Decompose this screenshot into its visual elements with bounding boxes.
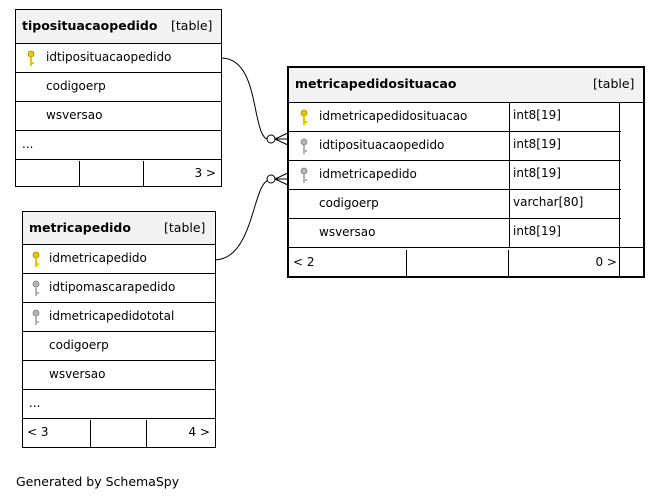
parent-count[interactable]: < 3 (27, 425, 49, 439)
column-row[interactable]: idtipomascarapedido (23, 274, 215, 303)
table-footer: 3 > (16, 161, 221, 186)
footer-cell-parents[interactable] (16, 161, 80, 186)
more-columns-row[interactable]: ... (23, 390, 215, 419)
table-tiposituacaopedido[interactable]: tiposituacaopedido [table] idtiposituaca… (15, 9, 222, 187)
table-header: metricapedidosituacao [table] (289, 68, 643, 103)
column-name: idmetricapedidototal (49, 309, 175, 323)
footer-cell-middle (80, 161, 144, 186)
child-count[interactable]: 3 > (194, 166, 216, 180)
column-row[interactable]: idmetricapedidosituacao int8[19] (289, 103, 621, 132)
table-kind: [table] (164, 220, 206, 235)
footer-cell-middle (91, 420, 147, 447)
column-row[interactable]: codigoerp (16, 73, 221, 102)
column-name: wsversao (319, 225, 376, 239)
table-kind: [table] (593, 76, 635, 91)
column-name: idtiposituacaopedido (319, 138, 445, 152)
column-name: idmetricapedido (49, 251, 147, 265)
more-columns-row[interactable]: ... (16, 131, 221, 160)
column-name: codigoerp (319, 196, 379, 210)
column-name: wsversao (46, 108, 103, 122)
column-type: int8[19] (513, 108, 561, 122)
table-metricapedidosituacao[interactable]: metricapedidosituacao [table] idmetricap… (287, 66, 645, 278)
foreign-key-icon (299, 167, 309, 185)
column-divider (509, 190, 510, 218)
primary-key-icon (26, 50, 36, 68)
column-row[interactable]: wsversao (23, 361, 215, 390)
generated-by-credit: Generated by SchemaSpy (16, 474, 180, 489)
foreign-key-icon (31, 309, 41, 327)
foreign-key-icon (299, 138, 309, 156)
more-columns-indicator: ... (22, 137, 34, 151)
column-name: idmetricapedidosituacao (319, 109, 468, 123)
column-type: int8[19] (513, 224, 561, 238)
column-name: idtiposituacaopedido (46, 50, 172, 64)
column-row[interactable]: codigoerp varchar[80] (289, 190, 621, 219)
table-name: tiposituacaopedido (22, 18, 158, 33)
footer-cell-parents[interactable]: < 3 (23, 420, 91, 447)
footer-cell-middle (407, 250, 509, 276)
column-divider (509, 161, 510, 189)
table-name: metricapedidosituacao (295, 76, 457, 91)
footer-cell-parents[interactable]: < 2 (289, 250, 407, 276)
column-row[interactable]: idmetricapedidototal (23, 303, 215, 332)
column-row[interactable]: idmetricapedido (23, 245, 215, 274)
table-metricapedido[interactable]: metricapedido [table] idmetricapedido id… (22, 211, 216, 448)
optional-marker-icon (266, 174, 276, 184)
child-count[interactable]: 4 > (188, 425, 210, 439)
column-row[interactable]: idtiposituacaopedido (16, 44, 221, 73)
column-name: wsversao (49, 367, 106, 381)
table-name: metricapedido (29, 220, 131, 235)
foreign-key-icon (31, 280, 41, 298)
primary-key-icon (299, 109, 309, 127)
column-row[interactable]: idtiposituacaopedido int8[19] (289, 132, 621, 161)
parent-count[interactable]: < 2 (293, 255, 315, 269)
column-row[interactable]: wsversao int8[19] (289, 219, 643, 248)
table-header: tiposituacaopedido [table] (16, 10, 221, 44)
column-name: codigoerp (49, 338, 109, 352)
column-divider (509, 103, 510, 131)
optional-marker-icon (266, 134, 276, 144)
column-type: varchar[80] (513, 195, 584, 209)
more-columns-indicator: ... (29, 396, 41, 410)
table-footer: < 3 4 > (23, 420, 215, 447)
table-footer: < 2 0 > (289, 250, 643, 276)
child-count[interactable]: 0 > (595, 255, 617, 269)
column-name: idmetricapedido (319, 167, 417, 181)
column-divider (509, 219, 510, 247)
column-row[interactable]: wsversao (16, 102, 221, 131)
column-row[interactable]: codigoerp (23, 332, 215, 361)
table-kind: [table] (171, 18, 213, 33)
column-name: idtipomascarapedido (49, 280, 176, 294)
column-row[interactable]: idmetricapedido int8[19] (289, 161, 621, 190)
column-name: codigoerp (46, 79, 106, 93)
column-divider (509, 132, 510, 160)
column-type: int8[19] (513, 137, 561, 151)
table-header: metricapedido [table] (23, 212, 215, 245)
column-type: int8[19] (513, 166, 561, 180)
primary-key-icon (31, 251, 41, 269)
